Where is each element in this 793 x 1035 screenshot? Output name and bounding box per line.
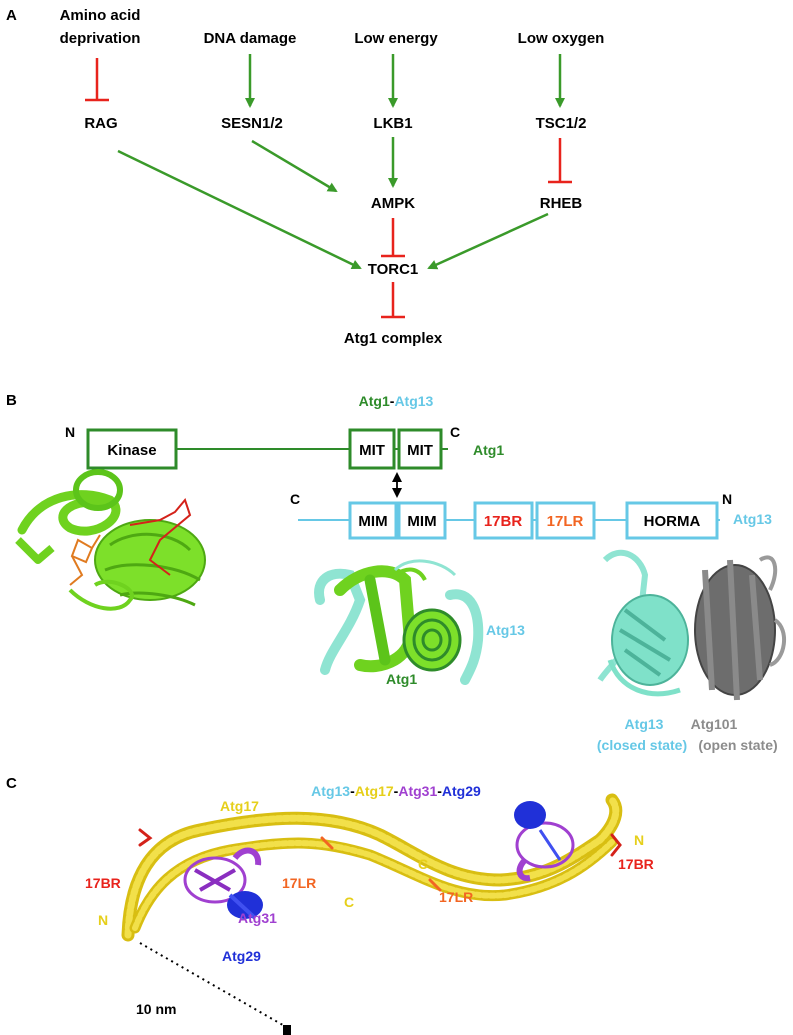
- atg13-c-terminus: C: [290, 491, 300, 507]
- atg1-kinase-box: [86, 428, 178, 470]
- label-17lr-right: 17LR: [439, 889, 473, 905]
- node-ampk: AMPK: [371, 195, 415, 212]
- panel-c-title-atg13: Atg13: [311, 783, 350, 799]
- panel-b: B Atg1-Atg13 Kinase MIT MIT N C Atg1 MIM: [6, 392, 787, 753]
- inhibit-amino-rag: [85, 58, 109, 102]
- atg31-atg29-right-image: [514, 801, 575, 882]
- node-tsc: TSC1/2: [536, 115, 587, 132]
- label-c-upper: C: [418, 856, 428, 872]
- atg13-mim1-box: [348, 501, 398, 540]
- panel-c-title: Atg13-Atg17-Atg31-Atg29: [311, 783, 481, 799]
- activate-sesn-ampk: [251, 139, 338, 193]
- horma-label-closed-state: (closed state): [597, 737, 687, 753]
- panel-c-title-atg29: Atg29: [442, 783, 481, 799]
- panel-b-title-sep: -: [390, 393, 395, 409]
- atg13-17lr-box: [535, 501, 596, 540]
- node-rag: RAG: [84, 115, 117, 132]
- panel-b-title-atg1: Atg1: [359, 393, 390, 409]
- signal-amino-line1: Amino acid: [60, 7, 141, 24]
- atg17-complex-structure-image: [121, 793, 623, 942]
- horma-atg101-structure-image: [597, 549, 787, 701]
- node-rheb: RHEB: [540, 195, 583, 212]
- signal-dna-damage: DNA damage: [204, 30, 297, 47]
- atg13-domain-mim1: MIM: [358, 513, 387, 530]
- horma-label-atg101: Atg101: [691, 716, 738, 732]
- atg1-domain-kinase: Kinase: [107, 442, 156, 459]
- activate-rag-torc1: [117, 149, 362, 270]
- atg1-mit1-box: [348, 428, 396, 470]
- label-c-lower: C: [344, 894, 354, 910]
- atg13-n-terminus: N: [722, 491, 732, 507]
- atg1-domain-mit1: MIT: [359, 442, 385, 459]
- inhibit-torc1-atg1: [381, 282, 405, 319]
- label-17lr-middle: 17LR: [282, 875, 316, 891]
- scale-bar-line: [139, 942, 289, 1029]
- label-17br-left: 17BR: [85, 875, 121, 891]
- panel-a-label: A: [6, 7, 17, 24]
- label-17br-right: 17BR: [618, 856, 654, 872]
- atg13-horma-box: [625, 501, 719, 540]
- horma-label-atg13: Atg13: [625, 716, 664, 732]
- mit-mim-complex-image: [314, 559, 484, 685]
- scale-bar-label: 10 nm: [136, 1001, 176, 1017]
- atg13-domain-horma: HORMA: [644, 513, 701, 530]
- panel-b-title-atg13: Atg13: [394, 393, 433, 409]
- node-torc1: TORC1: [368, 261, 419, 278]
- node-atg1-complex: Atg1 complex: [344, 330, 443, 347]
- atg13-domain-mim2: MIM: [407, 513, 436, 530]
- panel-c-title-sep2: -: [394, 783, 399, 799]
- atg1-n-terminus: N: [65, 424, 75, 440]
- activate-rheb-torc1: [427, 212, 549, 270]
- node-sesn: SESN1/2: [221, 115, 283, 132]
- inhibit-tsc-rheb: [548, 138, 572, 184]
- atg13-domain-17br: 17BR: [484, 513, 523, 530]
- label-atg29: Atg29: [222, 948, 261, 964]
- panel-c-title-atg31: Atg31: [398, 783, 437, 799]
- label-n-left: N: [98, 912, 108, 928]
- atg1-domain-map: Kinase MIT MIT N C Atg1: [65, 424, 504, 470]
- horma-label-open-state: (open state): [698, 737, 777, 753]
- panel-c-title-sep3: -: [437, 783, 442, 799]
- atg17-label: Atg17: [220, 798, 259, 814]
- signal-low-oxygen: Low oxygen: [518, 30, 605, 47]
- atg31-atg29-left-image: [183, 847, 263, 920]
- atg13-17br-box: [473, 501, 534, 540]
- panel-c-label: C: [6, 775, 17, 792]
- panel-c-title-sep1: -: [350, 783, 355, 799]
- label-n-right: N: [634, 832, 644, 848]
- scale-bar-end: [283, 1025, 291, 1035]
- panel-c: C Atg13-Atg17-Atg31-Atg29: [6, 775, 654, 1035]
- atg13-name: Atg13: [733, 511, 772, 527]
- panel-a: A Amino acid deprivation DNA damage Low …: [6, 7, 604, 347]
- atg13-domain-17lr: 17LR: [547, 513, 584, 530]
- complex-label-atg13: Atg13: [486, 622, 525, 638]
- complex-label-atg1: Atg1: [386, 671, 417, 687]
- label-atg31: Atg31: [238, 910, 277, 926]
- atg13-domain-map: MIM MIM 17BR 17LR HORMA C N Atg13: [290, 491, 772, 540]
- signal-amino-line2: deprivation: [60, 30, 141, 47]
- panel-c-title-atg17: Atg17: [355, 783, 394, 799]
- kinase-structure-image: [15, 469, 206, 611]
- signal-low-energy: Low energy: [354, 30, 438, 47]
- atg1-c-terminus: C: [450, 424, 460, 440]
- panel-b-label: B: [6, 392, 17, 409]
- inhibit-ampk-torc1: [381, 218, 405, 258]
- atg13-mim2-box: [397, 501, 447, 540]
- atg1-mit2-box: [397, 428, 443, 470]
- panel-b-title: Atg1-Atg13: [359, 393, 434, 409]
- node-lkb1: LKB1: [373, 115, 412, 132]
- atg1-domain-mit2: MIT: [407, 442, 433, 459]
- atg1-name: Atg1: [473, 442, 504, 458]
